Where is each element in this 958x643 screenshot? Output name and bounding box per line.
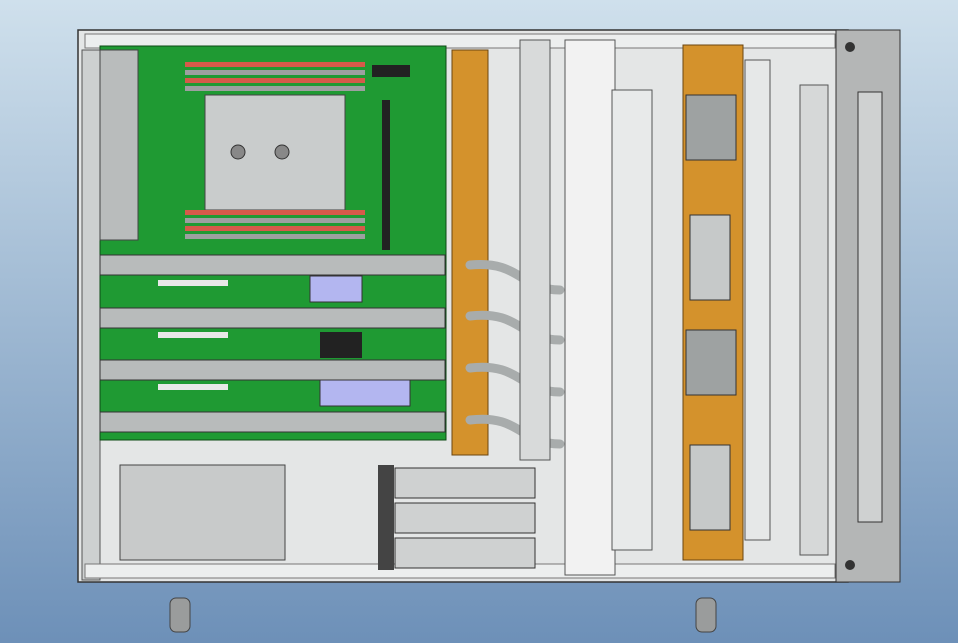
- drive-bays: [394, 467, 536, 569]
- io-ports: [99, 49, 139, 241]
- foot-left: [169, 597, 191, 633]
- handle-bar: [857, 91, 883, 523]
- side-rail: [799, 84, 829, 556]
- fan-assembly: [611, 89, 653, 551]
- power-connector: [372, 65, 410, 77]
- divider-panel: [564, 39, 616, 576]
- drive-cage-left: [378, 465, 394, 570]
- pcie-card-4: [99, 411, 446, 433]
- pcie-card-3: [99, 359, 446, 390]
- header-connector: [382, 100, 390, 250]
- pump-units: [685, 94, 737, 531]
- screw-icon: [274, 144, 290, 160]
- air-duct: [519, 39, 551, 461]
- pcie-card-2: [99, 307, 446, 338]
- chip-heatsink: [320, 332, 362, 358]
- card-module: [319, 379, 411, 407]
- fan-rail: [744, 59, 771, 541]
- screw-icon: [230, 144, 246, 160]
- dimm-bank-top: [185, 62, 365, 91]
- bracket-left: [451, 49, 489, 456]
- power-supply: [119, 464, 286, 561]
- screw-icon: [845, 42, 855, 52]
- left-rail: [81, 49, 101, 581]
- foot-right: [695, 597, 717, 633]
- top-rail: [84, 33, 836, 49]
- screw-icon: [845, 560, 855, 570]
- pcie-card-1: [99, 254, 446, 286]
- dimm-bank-bottom: [185, 210, 365, 239]
- card-module: [309, 275, 363, 303]
